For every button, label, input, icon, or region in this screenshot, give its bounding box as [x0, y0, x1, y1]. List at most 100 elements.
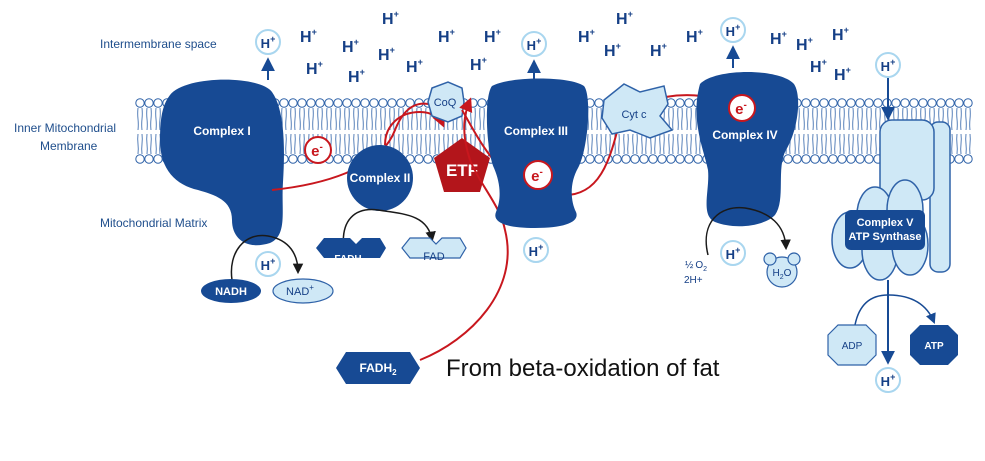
lipid-tail	[965, 107, 971, 131]
inner-membrane-label-line2: Membrane	[40, 139, 98, 153]
lipid-tail	[794, 133, 800, 155]
proton-label: H+	[348, 67, 365, 86]
nad-pill	[272, 278, 334, 304]
lipid-head	[810, 154, 820, 164]
lipid-head	[342, 98, 352, 108]
lipid-tail	[587, 133, 593, 155]
lipid-tail	[137, 133, 143, 155]
proton-label: H+	[300, 27, 317, 46]
lipid-head	[297, 154, 307, 164]
lipid-tail	[299, 107, 305, 131]
lipid-tail	[965, 133, 971, 155]
lipid-head	[675, 98, 685, 108]
lipid-head	[837, 154, 847, 164]
lipid-head	[351, 98, 361, 108]
arrow-icon	[342, 208, 436, 251]
proton-badge-label: H+	[529, 242, 544, 259]
lipid-head	[828, 154, 838, 164]
lipid-head	[639, 154, 649, 164]
lipid-tail	[137, 107, 143, 131]
arrow-icon	[230, 234, 304, 281]
proton-badge-label: H+	[261, 34, 276, 51]
electron-badge-label: e-	[531, 167, 543, 185]
fad-label: FAD	[423, 251, 444, 263]
lipid-tail	[353, 133, 359, 155]
proton-badge-label: H+	[881, 372, 896, 389]
lipid-tail	[155, 133, 161, 155]
lipid-tail	[407, 133, 413, 155]
complex-5	[831, 119, 951, 281]
coq-label: CoQ	[434, 97, 457, 109]
lipid-head	[144, 98, 154, 108]
lipid-head	[855, 98, 865, 108]
lipid-head	[621, 154, 631, 164]
adp-label: ADP	[842, 341, 863, 352]
lipid-head	[801, 98, 811, 108]
lipid-tail	[362, 107, 368, 131]
proton-label: H+	[470, 55, 487, 74]
adp-shape	[827, 324, 877, 366]
h2o-label: H2O	[773, 268, 792, 281]
complex-4-shape	[696, 72, 799, 227]
lipid-head	[657, 154, 667, 164]
proton-label: H+	[834, 65, 851, 84]
lipid-head	[333, 98, 343, 108]
proton-badge	[720, 17, 746, 43]
lipid-head	[828, 98, 838, 108]
proton-label: H+	[616, 9, 633, 28]
lipid-head	[288, 98, 298, 108]
lipid-head	[414, 154, 424, 164]
lipid-tail	[596, 133, 602, 155]
lipid-tail	[425, 107, 431, 131]
lipid-head	[855, 154, 865, 164]
lipid-head	[954, 154, 964, 164]
proton-badge	[255, 251, 281, 277]
lipid-head	[153, 98, 163, 108]
lipid-head	[792, 154, 802, 164]
lipid-head	[900, 98, 910, 108]
lipid-tail	[155, 107, 161, 131]
lipid-head	[945, 98, 955, 108]
lipid-head	[144, 154, 154, 164]
lipid-head	[810, 98, 820, 108]
proton-label: H+	[796, 35, 813, 54]
lipid-tail	[857, 107, 863, 131]
lipid-head	[396, 98, 406, 108]
proton-badge	[523, 237, 549, 263]
lipid-head	[783, 154, 793, 164]
lipid-head	[666, 154, 676, 164]
cyt-c-shape	[601, 83, 674, 139]
proton-label: H+	[484, 27, 501, 46]
lipid-head	[846, 98, 856, 108]
lipid-head	[675, 154, 685, 164]
lipid-tail	[659, 133, 665, 155]
lipid-head	[153, 154, 163, 164]
fat-source-note: From beta-oxidation of fat	[446, 355, 720, 382]
complex-5-label-line1: Complex V	[857, 217, 915, 229]
proton-cloud: H+H+H+H+H+H+H+H+H+H+H+H+H+H+H+H+H+H+H+H+	[300, 9, 851, 86]
complex-2-shape	[347, 145, 413, 211]
electron-badge	[523, 160, 553, 190]
lipid-head	[369, 98, 379, 108]
atp-shape	[910, 325, 958, 365]
lipid-tail	[875, 107, 881, 131]
lipid-head	[693, 154, 703, 164]
complex-3-label: Complex III	[504, 124, 568, 138]
proton-badge	[875, 367, 901, 393]
lipid-tail	[812, 133, 818, 155]
lipid-head	[630, 154, 640, 164]
coq-shape	[427, 81, 465, 123]
lipid-head	[891, 98, 901, 108]
etf-shape	[434, 138, 490, 192]
proton-badge-label: H+	[527, 36, 542, 53]
lipid-tail	[479, 107, 485, 131]
proton-badge	[255, 29, 281, 55]
lipid-tail	[839, 107, 845, 131]
lipid-tail	[803, 133, 809, 155]
electron-badge	[304, 136, 332, 164]
lipid-head	[963, 154, 973, 164]
lipid-tail	[290, 107, 296, 131]
proton-label: H+	[650, 41, 667, 60]
lipid-head	[612, 154, 622, 164]
